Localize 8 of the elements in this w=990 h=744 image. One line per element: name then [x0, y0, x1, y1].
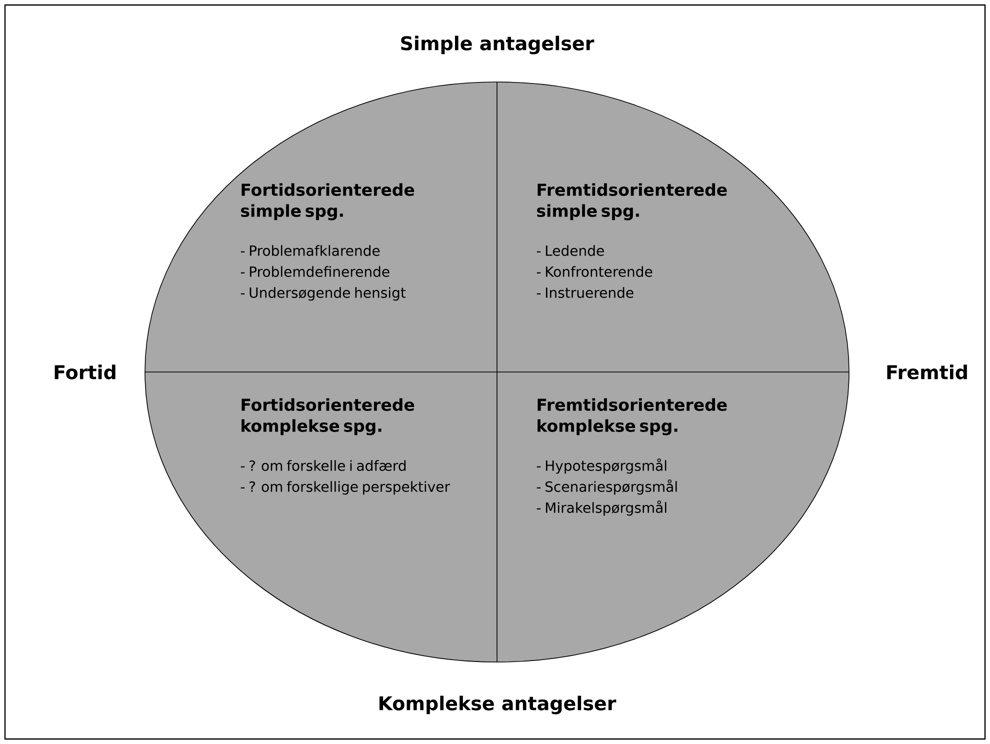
- axis-label: Simple antagelser: [401, 36, 594, 54]
- quadrant-text: Fortidsorienterede komplekse spg. - ? om forskelle i adfærd - ? om forskellige perspektiver: [240, 398, 450, 495]
- quadrant-text: Fortidsorienterede simple spg. - Problemafklarende - Problemdefinerende - Undersøgende hensigt: [240, 183, 414, 301]
- quadrant-text: Fremtidsorienterede simple spg. - Ledende - Konfronterende - Instruerende: [536, 183, 727, 298]
- axis-label: Komplekse antagelser: [380, 696, 616, 714]
- axis-label: Fremtid: [887, 364, 967, 380]
- axis-label: Fortid: [54, 364, 116, 380]
- quadrant-text: Fremtidsorienterede komplekse spg. - Hypotespørgsmål - Scenariespørgsmål - Mirakelspørgsmål: [536, 398, 727, 516]
